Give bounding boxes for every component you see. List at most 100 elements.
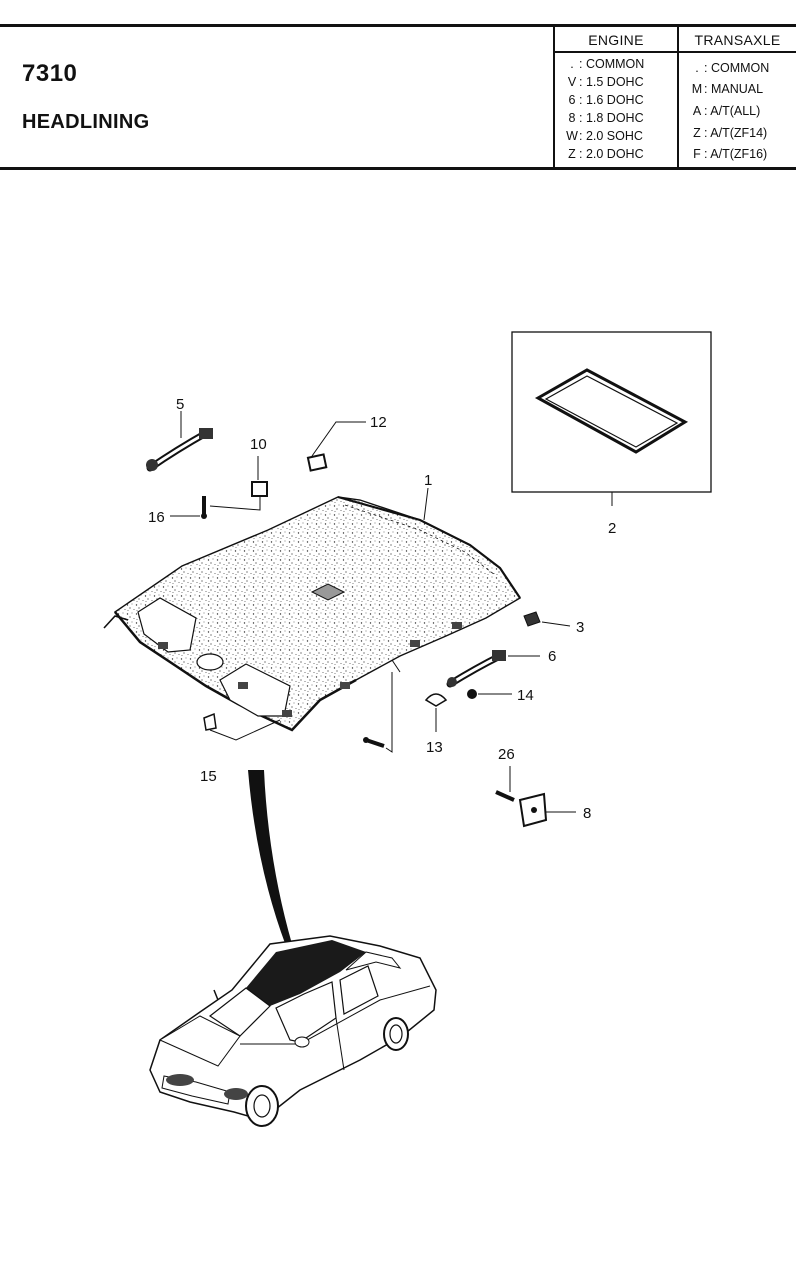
clip-mount xyxy=(238,682,248,689)
transaxle-code-row: . : COMMON xyxy=(690,61,769,75)
front-wheel xyxy=(245,1085,279,1127)
grip-end-cap xyxy=(199,428,213,439)
headlamp xyxy=(166,1074,194,1086)
coat-hook-clip xyxy=(209,456,268,511)
engine-code: 8 xyxy=(568,111,576,125)
engine-code-row: 8: 1.8 DOHC xyxy=(565,111,644,125)
callout-14: 14 xyxy=(517,687,534,704)
callout-10: 10 xyxy=(250,436,267,453)
grip-cover-cap xyxy=(467,689,512,699)
leader-line xyxy=(209,497,261,511)
engine-desc: : 2.0 SOHC xyxy=(579,129,643,143)
side-mirror xyxy=(294,1036,310,1048)
engine-code: W xyxy=(566,129,578,143)
headlining-panel xyxy=(103,495,521,732)
grip-end-cap xyxy=(146,459,158,471)
callout-6: 6 xyxy=(548,648,556,665)
transaxle-code: M xyxy=(691,82,703,96)
visor-recess-left xyxy=(137,597,197,653)
engine-code: Z xyxy=(568,147,576,161)
callout-16: 16 xyxy=(148,509,165,526)
engine-code: 6 xyxy=(568,93,576,107)
leader-line xyxy=(391,659,401,673)
retainer-clip xyxy=(306,421,366,472)
engine-code: V xyxy=(567,75,577,89)
leader-line xyxy=(209,719,281,741)
transaxle-code-row: M: MANUAL xyxy=(690,82,763,96)
assist-grip-rear xyxy=(446,650,540,688)
transaxle-code: . xyxy=(695,61,699,75)
table-border-left xyxy=(553,27,555,167)
grip-end-cap xyxy=(492,650,506,661)
headlamp xyxy=(224,1088,248,1100)
screw xyxy=(170,496,207,519)
side-clip xyxy=(523,611,571,627)
engine-code-row: 6: 1.6 DOHC xyxy=(565,93,644,107)
engine-column-header: ENGINE xyxy=(588,32,644,48)
engine-desc: : 1.5 DOHC xyxy=(579,75,644,89)
transaxle-code-row: Z: A/T(ZF14) xyxy=(690,126,767,140)
engine-code-row: Z: 2.0 DOHC xyxy=(565,147,644,161)
callout-8: 8 xyxy=(583,805,591,822)
transaxle-desc: : MANUAL xyxy=(704,82,764,96)
code-table: ENGINE TRANSAXLE . : COMMON V: 1.5 DOHC 6… xyxy=(553,27,796,167)
sunroof-opening xyxy=(310,583,346,601)
dome-lamp-opening xyxy=(196,653,224,671)
engine-desc: : 2.0 DOHC xyxy=(579,147,644,161)
clip-mount xyxy=(158,642,168,649)
clip-mount xyxy=(340,682,350,689)
engine-code-row: W: 2.0 SOHC xyxy=(565,129,643,143)
callout-1: 1 xyxy=(424,472,432,489)
leader-line xyxy=(541,621,571,627)
header-top-rule xyxy=(0,24,796,27)
sunroof-seal-frame xyxy=(534,368,689,454)
transaxle-code: F xyxy=(693,147,701,161)
engine-code-row: V: 1.5 DOHC xyxy=(565,75,644,89)
clip-mount xyxy=(410,640,420,647)
clip-mount xyxy=(282,710,292,717)
mounting-bracket xyxy=(518,792,576,828)
transaxle-desc: : A/T(ALL) xyxy=(704,104,761,118)
transaxle-desc: : COMMON xyxy=(704,61,770,75)
callout-15: 15 xyxy=(200,768,217,785)
engine-code-row: . : COMMON xyxy=(565,57,644,71)
leader-line xyxy=(385,672,393,753)
table-header-rule xyxy=(553,51,796,53)
part-number: 7310 xyxy=(22,60,78,87)
location-pointer xyxy=(248,770,292,946)
engine-desc: : 1.8 DOHC xyxy=(579,111,644,125)
front-clip xyxy=(203,712,281,741)
transaxle-code: Z xyxy=(693,126,701,140)
bolt xyxy=(495,766,515,802)
page-title: HEADLINING xyxy=(22,111,150,133)
transaxle-desc: : A/T(ZF14) xyxy=(704,126,768,140)
clip-mount xyxy=(452,622,462,629)
transaxle-column-header: TRANSAXLE xyxy=(694,32,781,48)
engine-code: . xyxy=(570,57,574,71)
grip-end-cap xyxy=(447,677,457,687)
header-block: 7310 HEADLINING ENGINE TRANSAXLE . : COMM… xyxy=(0,0,796,172)
transaxle-code-row: F: A/T(ZF16) xyxy=(690,147,767,161)
engine-desc: : COMMON xyxy=(579,57,645,71)
leader-line xyxy=(423,487,429,521)
engine-desc: : 1.6 DOHC xyxy=(579,93,644,107)
transaxle-code: A xyxy=(692,104,702,118)
assist-grip-front xyxy=(146,411,213,472)
header-bottom-rule xyxy=(0,167,796,170)
sunroof-inset-box xyxy=(511,331,712,506)
transaxle-code-row: A: A/T(ALL) xyxy=(690,104,760,118)
rear-screw xyxy=(363,659,401,753)
callout-3: 3 xyxy=(576,619,584,636)
transaxle-desc: : A/T(ZF16) xyxy=(704,147,768,161)
callout-12: 12 xyxy=(370,414,387,431)
callout-2: 2 xyxy=(608,520,616,537)
table-column-divider xyxy=(677,27,679,167)
vehicle-sedan xyxy=(149,935,437,1127)
callout-5: 5 xyxy=(176,396,184,413)
lamp-cover xyxy=(424,693,448,732)
callout-13: 13 xyxy=(426,739,443,756)
callout-26: 26 xyxy=(498,746,515,763)
leader-line xyxy=(311,421,366,457)
rear-wheel xyxy=(383,1017,409,1051)
